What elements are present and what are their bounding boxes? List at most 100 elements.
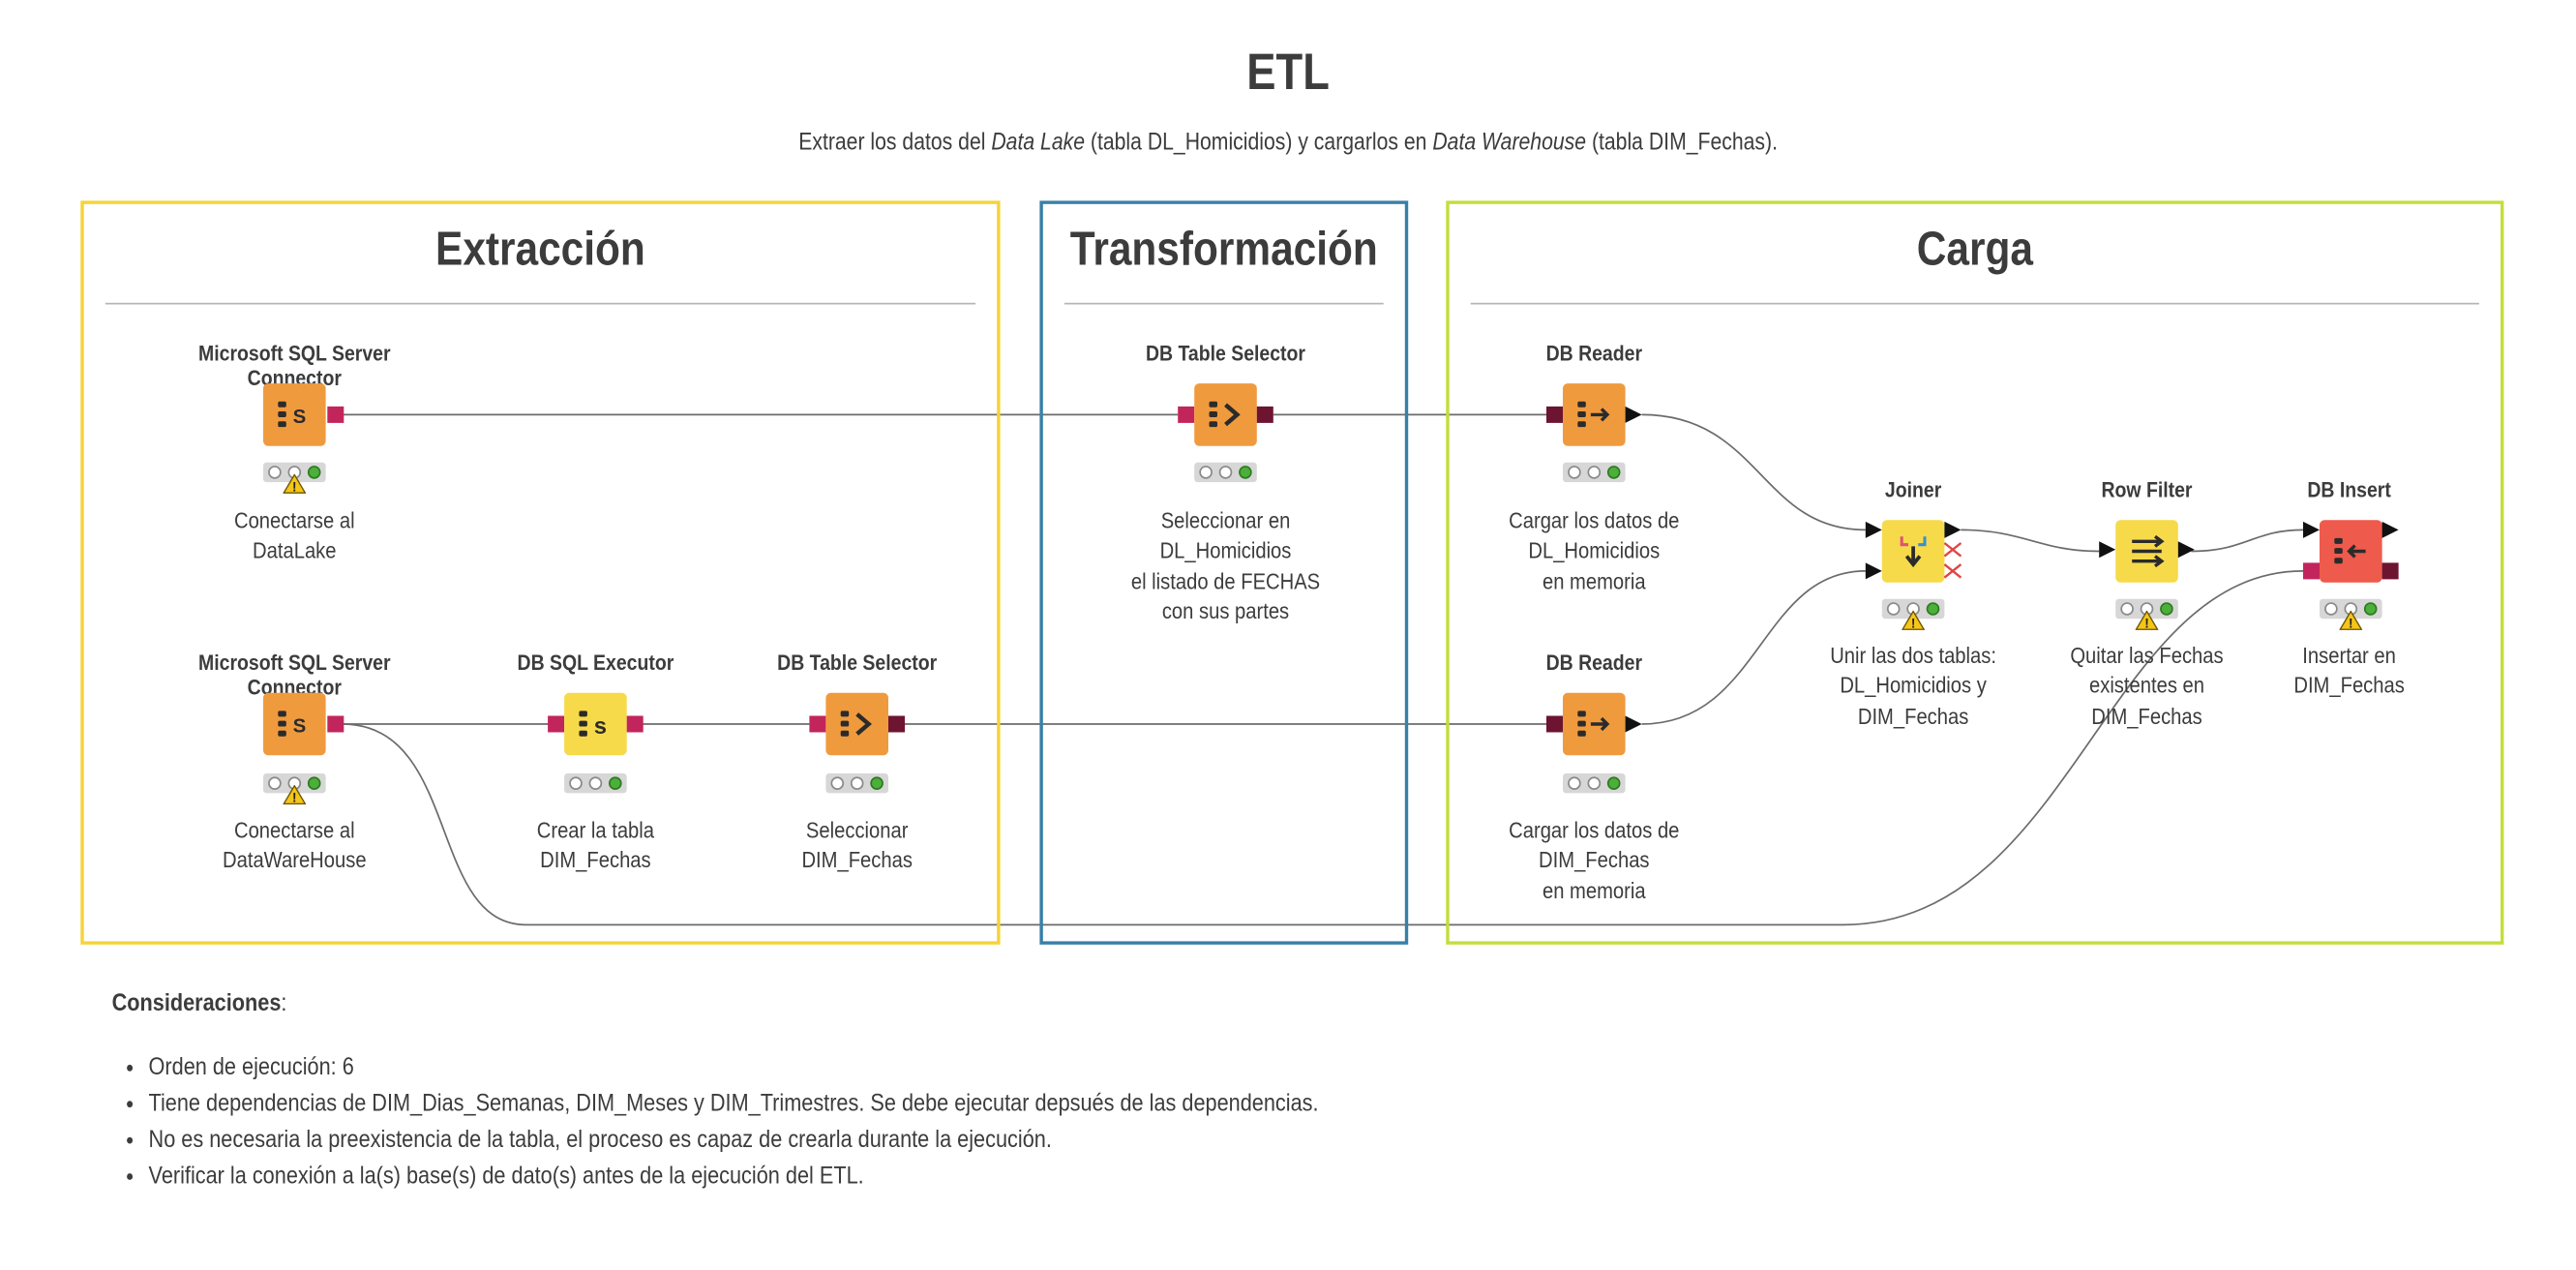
node-status-lights xyxy=(263,773,326,794)
node-status-lights xyxy=(2115,598,2178,620)
svg-text:S: S xyxy=(293,407,307,428)
db-output-port[interactable] xyxy=(626,715,644,733)
db-input-port[interactable] xyxy=(1546,715,1563,733)
warning-icon: ! xyxy=(283,784,307,805)
node-status-lights xyxy=(1881,598,1945,620)
node-description: Conectarse al DataWareHouse xyxy=(223,817,367,873)
node-description: Cargar los datos de DIM_Fechas en memori… xyxy=(1509,817,1680,903)
db-input-port[interactable] xyxy=(1546,406,1563,423)
node-description: Seleccionar en DL_Homicidios el listado … xyxy=(1130,508,1321,624)
db-reader-icon xyxy=(1577,711,1610,737)
data-input-port-right[interactable] xyxy=(1865,562,1882,580)
data-input-port[interactable] xyxy=(2303,521,2320,538)
node-description: Seleccionar DIM_Fechas xyxy=(801,817,913,873)
data-output-port[interactable] xyxy=(1625,715,1642,733)
node-db-reader-dwh[interactable] xyxy=(1563,692,1626,756)
sql-executor-icon: s xyxy=(579,711,607,740)
data-output-port[interactable] xyxy=(2177,541,2195,559)
node-joiner[interactable] xyxy=(1881,520,1945,583)
section-carga[interactable]: Carga xyxy=(1446,200,2504,945)
node-title: DB Reader xyxy=(1545,340,1643,366)
node-description: Quitar las Fechas existentes en DIM_Fech… xyxy=(2070,643,2224,729)
db-insert-icon xyxy=(2334,537,2366,564)
node-mssql-connector-datawarehouse[interactable]: S xyxy=(263,692,326,756)
data-input-port-left[interactable] xyxy=(1865,521,1882,538)
section-divider xyxy=(105,302,976,305)
node-db-table-selector-dwh[interactable] xyxy=(825,692,888,756)
node-db-reader-lake[interactable] xyxy=(1563,383,1626,446)
data-input-port[interactable] xyxy=(2099,541,2116,559)
warning-icon: ! xyxy=(2135,610,2159,631)
db-input-port[interactable] xyxy=(809,715,826,733)
svg-text:S: S xyxy=(293,716,307,738)
warning-icon: ! xyxy=(2339,610,2363,631)
row-filter-icon xyxy=(2132,534,2165,568)
db-output-port[interactable] xyxy=(327,715,344,733)
db-output-port[interactable] xyxy=(2381,562,2399,580)
subtitle-text-3: (tabla DIM_Fechas). xyxy=(1586,130,1778,157)
node-status-lights xyxy=(1563,773,1626,794)
node-row-filter[interactable] xyxy=(2115,520,2178,583)
node-title: DB Table Selector xyxy=(777,650,938,676)
wire-reader-lake-joiner xyxy=(1641,413,1866,531)
node-db-table-selector-lake[interactable] xyxy=(1194,383,1257,446)
db-input-port[interactable] xyxy=(1178,406,1195,423)
list-item: No es necesaria la preexistencia de la t… xyxy=(149,1122,1568,1158)
subtitle-text-1: Extraer los datos del xyxy=(798,130,992,157)
inactive-port-icon xyxy=(1943,542,1962,579)
data-output-port[interactable] xyxy=(2381,521,2399,538)
section-extraccion[interactable]: Extracción xyxy=(80,200,1001,945)
db-input-port[interactable] xyxy=(2303,562,2320,580)
db-output-port[interactable] xyxy=(1256,406,1273,423)
node-title: DB Reader xyxy=(1545,650,1643,676)
list-item: Tiene dependencias de DIM_Dias_Semanas, … xyxy=(149,1086,1568,1122)
node-title: Joiner xyxy=(1884,477,1942,502)
data-output-port[interactable] xyxy=(1625,406,1642,423)
wire-reader-dwh-joiner xyxy=(1641,570,1866,725)
db-output-port[interactable] xyxy=(888,715,905,733)
considerations-heading-text: Consideraciones xyxy=(111,990,282,1017)
node-status-lights xyxy=(564,773,627,794)
node-status-lights xyxy=(825,773,888,794)
db-input-port[interactable] xyxy=(548,715,565,733)
svg-text:!: ! xyxy=(2349,617,2353,631)
node-description: Insertar en DIM_Fechas xyxy=(2293,643,2405,699)
wire-rowfilter-insert xyxy=(2191,529,2304,553)
wire-conndwh-insert xyxy=(342,570,2304,926)
db-output-port[interactable] xyxy=(327,406,344,423)
database-connector-icon: S xyxy=(278,711,307,738)
wire-joiner-rowfilter xyxy=(1961,529,2100,553)
svg-text:!: ! xyxy=(292,791,297,805)
node-db-sql-executor[interactable]: s xyxy=(564,692,627,756)
node-description: Crear la tabla DIM_Fechas xyxy=(536,817,655,873)
node-description: Conectarse al DataLake xyxy=(233,508,355,563)
warning-icon: ! xyxy=(283,473,307,494)
section-transformacion[interactable]: Transformación xyxy=(1039,200,1409,945)
node-description: Unir las dos tablas: DL_Homicidios y DIM… xyxy=(1830,643,1996,729)
considerations-list: Orden de ejecución: 6 Tiene dependencias… xyxy=(129,1050,1568,1195)
page-subtitle: Extraer los datos del Data Lake (tabla D… xyxy=(180,130,2395,156)
node-db-insert[interactable] xyxy=(2320,520,2382,583)
table-selector-icon xyxy=(840,711,872,737)
node-mssql-connector-datalake[interactable]: S xyxy=(263,383,326,446)
warning-icon: ! xyxy=(1902,610,1925,631)
database-connector-icon: S xyxy=(278,401,307,428)
data-output-port[interactable] xyxy=(1944,521,1962,538)
svg-text:!: ! xyxy=(2144,617,2149,631)
db-reader-icon xyxy=(1577,401,1610,428)
subtitle-emphasis-1: Data Lake xyxy=(991,130,1086,157)
section-title-transformacion: Transformación xyxy=(1069,224,1378,277)
node-description: Cargar los datos de DL_Homicidios en mem… xyxy=(1509,508,1680,594)
list-item: Verificar la conexión a la(s) base(s) de… xyxy=(149,1159,1568,1194)
node-title: DB Table Selector xyxy=(1145,340,1305,366)
svg-text:s: s xyxy=(594,713,607,740)
node-status-lights xyxy=(2320,598,2382,620)
section-divider xyxy=(1063,302,1384,305)
section-divider xyxy=(1470,302,2479,305)
svg-text:!: ! xyxy=(1911,617,1916,631)
subtitle-text-2: (tabla DL_Homicidios) y cargarlos en xyxy=(1085,130,1433,157)
table-selector-icon xyxy=(1209,401,1241,428)
node-status-lights xyxy=(263,462,326,483)
